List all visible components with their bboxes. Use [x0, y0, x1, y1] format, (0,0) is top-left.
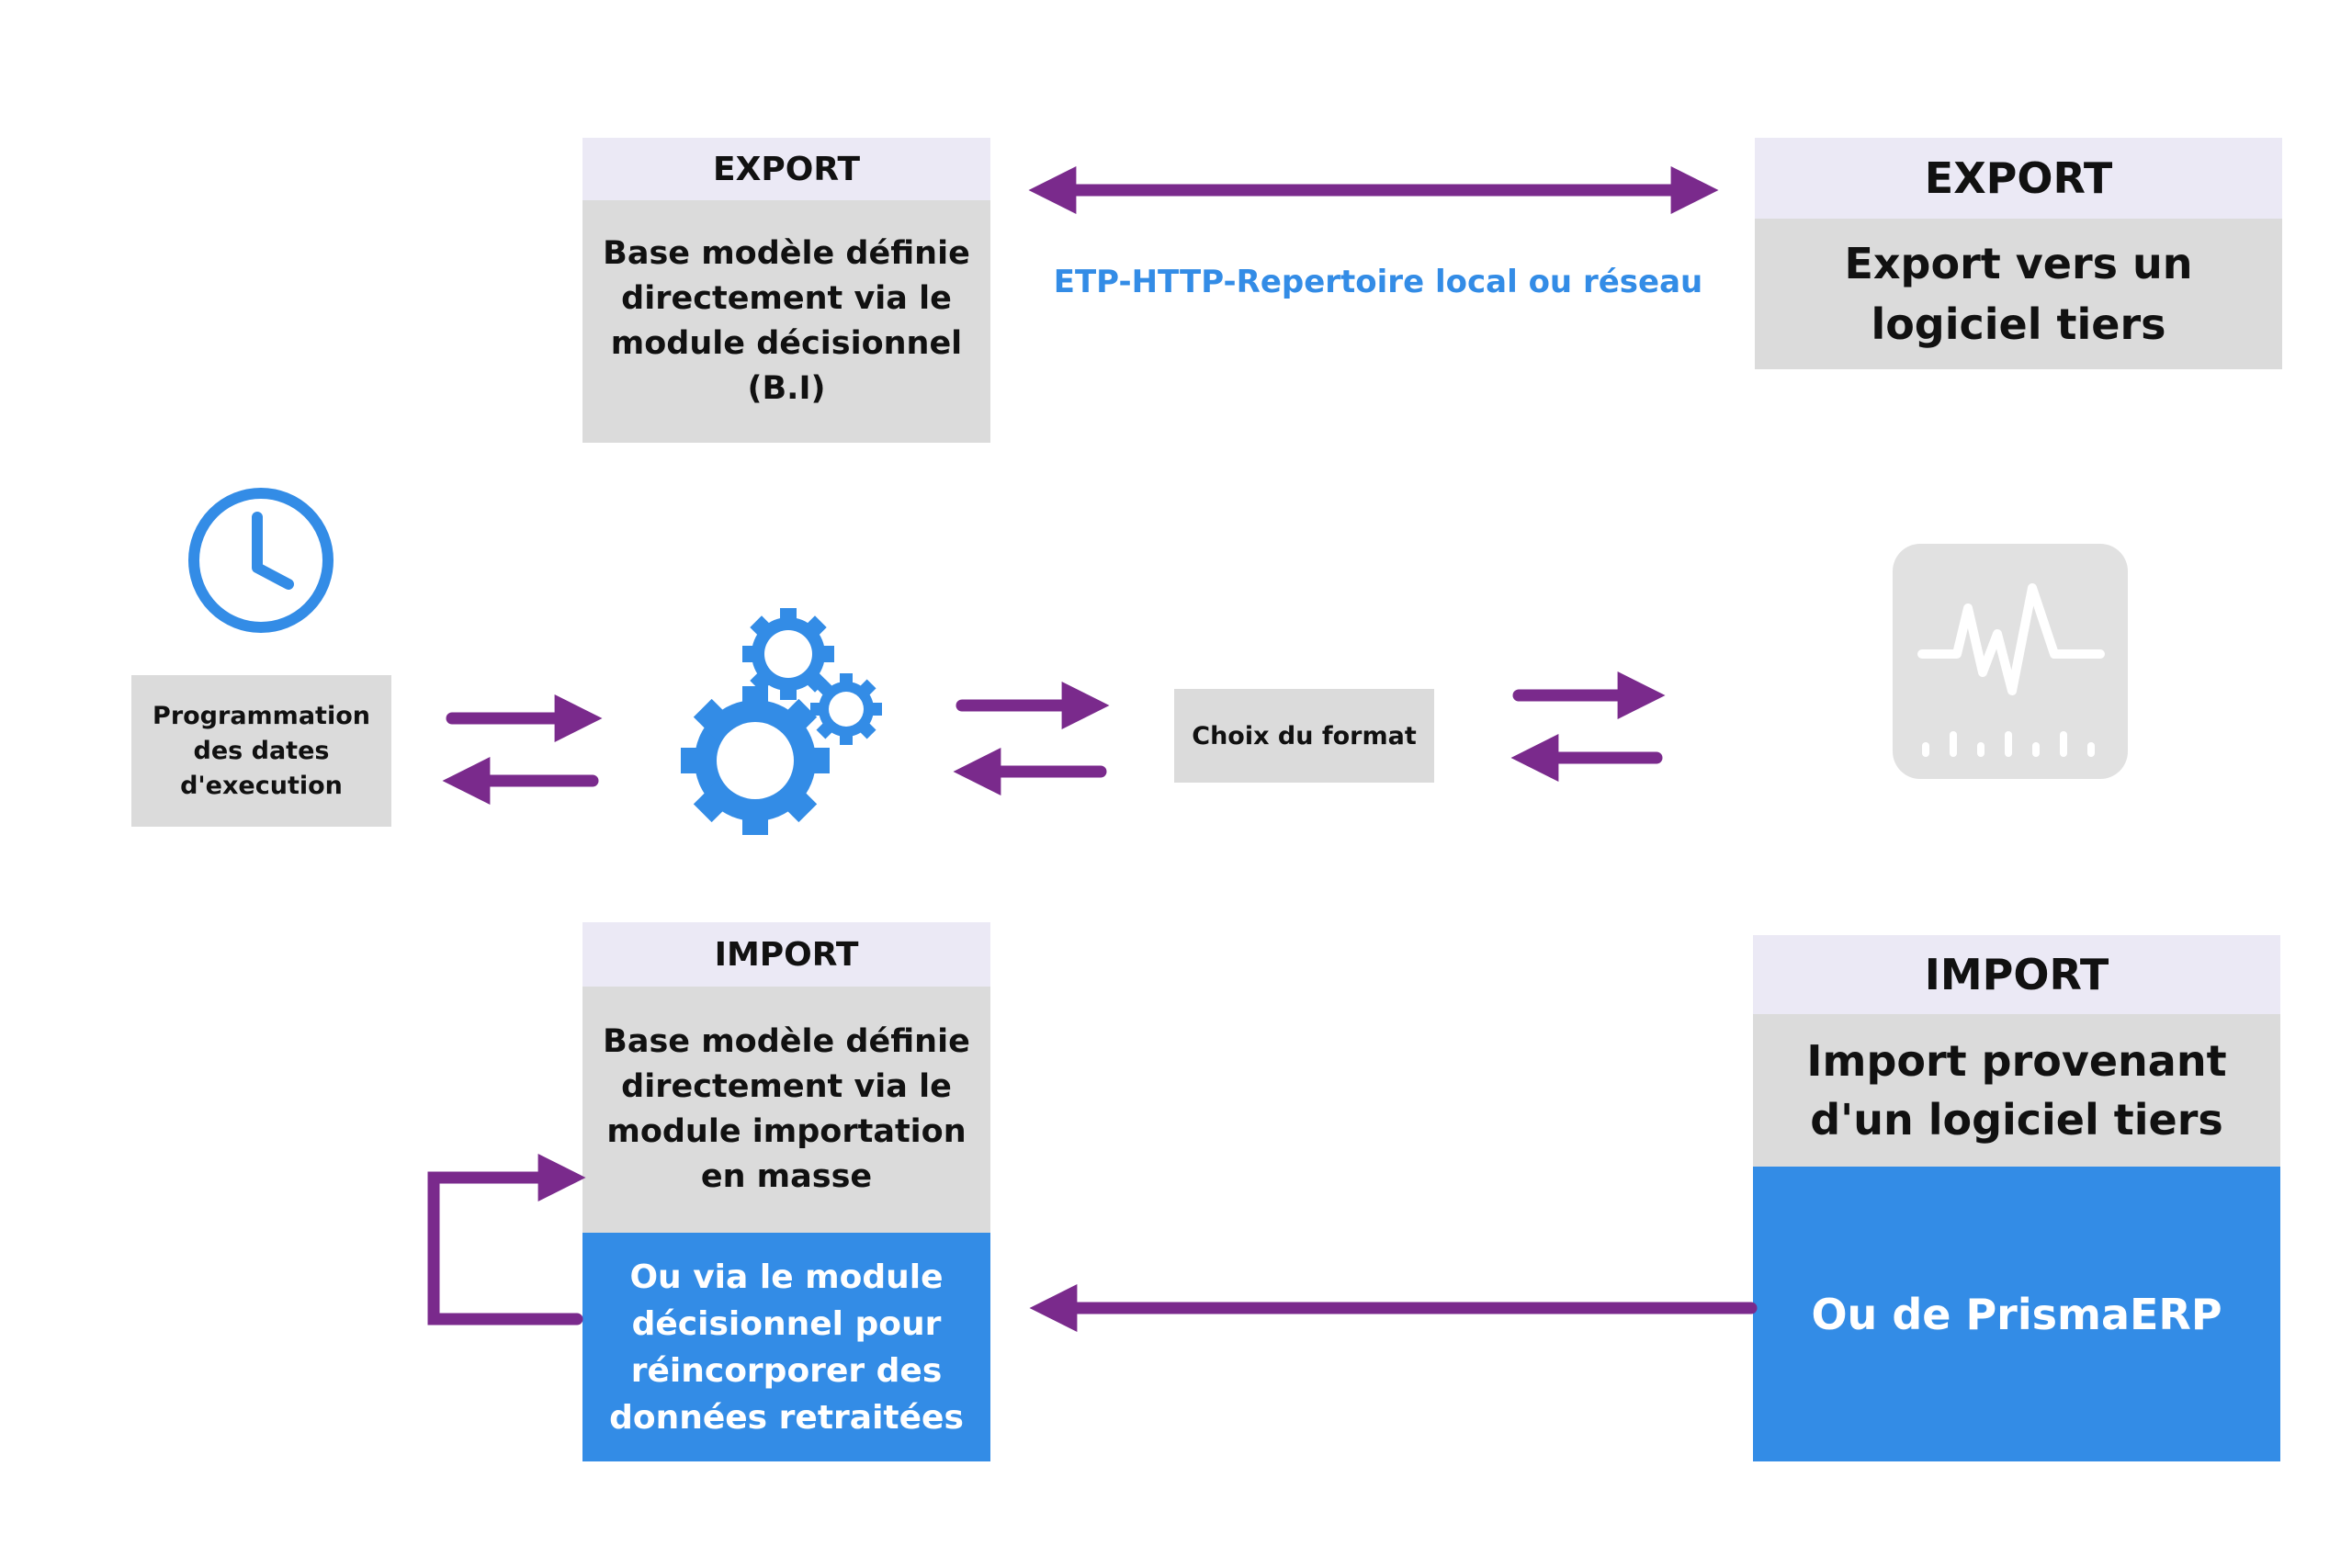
- export-third-party-box: EXPORT Export vers un logiciel tiers: [1755, 138, 2282, 369]
- import-left-body: Base modèle définie directement via le m…: [603, 1023, 970, 1195]
- import-base-box: IMPORT Base modèle définie directement v…: [582, 922, 990, 1461]
- export-left-body: Base modèle définie directement via le m…: [603, 235, 970, 407]
- import-right-header: IMPORT: [1753, 935, 2280, 1014]
- clock-icon: [188, 488, 334, 633]
- export-base-box: EXPORT Base modèle définie directement v…: [582, 138, 990, 443]
- format-label: Choix du format: [1192, 721, 1417, 750]
- schedule-box: Programmation des dates d'execution: [131, 675, 391, 827]
- protocol-label: ETP-HTTP-Repertoire local ou réseau: [1053, 264, 1703, 300]
- export-left-header: EXPORT: [582, 138, 990, 200]
- export-right-header: EXPORT: [1755, 138, 2282, 219]
- format-box: Choix du format: [1174, 689, 1434, 783]
- import-third-party-box: IMPORT Import provenant d'un logiciel ti…: [1753, 935, 2280, 1461]
- import-right-blue: Ou de PrismaERP: [1753, 1167, 2280, 1461]
- gears-icon: [681, 608, 882, 835]
- import-left-header: IMPORT: [582, 922, 990, 987]
- schedule-label: Programmation des dates d'execution: [153, 701, 370, 800]
- activity-monitor-icon: [1893, 544, 2128, 779]
- export-right-body: Export vers un logiciel tiers: [1844, 239, 2193, 349]
- import-left-blue: Ou via le module décisionnel pour réinco…: [582, 1233, 990, 1461]
- import-right-body: Import provenant d'un logiciel tiers: [1806, 1036, 2227, 1145]
- loopback-arrow: [427, 1154, 586, 1325]
